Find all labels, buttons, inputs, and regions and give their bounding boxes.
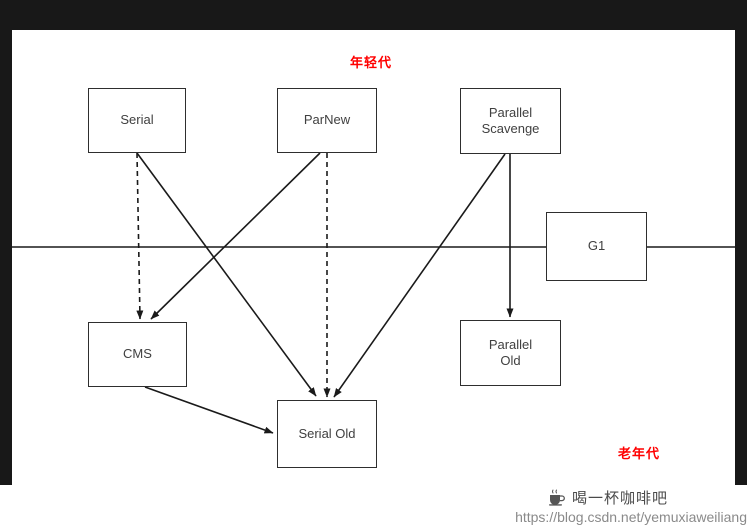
coffee-cup-icon bbox=[547, 489, 567, 507]
brand-name: 喝一杯咖啡吧 bbox=[571, 490, 668, 507]
node-parnew: ParNew bbox=[277, 88, 377, 153]
node-serial: Serial bbox=[88, 88, 186, 153]
young-generation-label: 年轻代 bbox=[350, 55, 393, 70]
watermark-url: https://blog.csdn.net/yemuxiaweiliang bbox=[515, 509, 747, 525]
edge-serial-cms bbox=[136, 152, 144, 320]
node-parallel-old: Parallel Old bbox=[460, 320, 561, 386]
edge-serial-serialold bbox=[136, 152, 317, 397]
watermark-footer: 喝一杯咖啡吧 https://blog.csdn.net/yemuxiaweil… bbox=[0, 485, 747, 532]
node-parallel-scavenge: Parallel Scavenge bbox=[460, 88, 561, 154]
node-cms: CMS bbox=[88, 322, 187, 387]
edge-parnew-cms bbox=[150, 152, 321, 320]
edge-cms-serialold bbox=[144, 386, 274, 434]
node-serial-old: Serial Old bbox=[277, 400, 377, 468]
node-g1: G1 bbox=[546, 212, 647, 281]
gc-collectors-diagram: 年轻代 老年代 Serial ParNew Parallel Scavenge … bbox=[12, 30, 735, 485]
old-generation-label: 老年代 bbox=[618, 446, 661, 461]
brand-row: 喝一杯咖啡吧 bbox=[547, 487, 668, 508]
edge-parallelscavenge-serialold bbox=[333, 153, 506, 398]
